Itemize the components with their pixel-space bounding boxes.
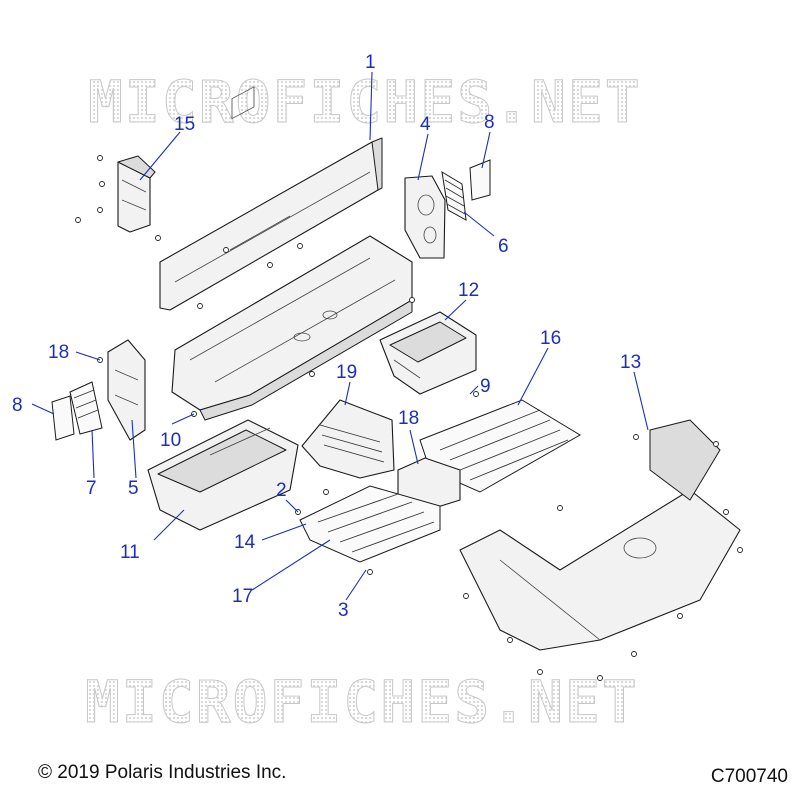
part-13-rear-floor bbox=[459, 419, 741, 651]
callout-18-left: 18 bbox=[48, 342, 69, 363]
callout-19: 19 bbox=[336, 362, 357, 383]
callouts: 1 2 3 4 5 6 7 8 8 9 10 11 12 13 14 15 16… bbox=[12, 52, 641, 621]
callout-16: 16 bbox=[540, 328, 561, 349]
callout-11: 11 bbox=[120, 542, 140, 563]
callout-3: 3 bbox=[338, 600, 349, 621]
part-10-floor-panel bbox=[171, 235, 413, 421]
part-1-rear-panel bbox=[159, 86, 383, 311]
copyright-notice: © 2019 Polaris Industries Inc. bbox=[38, 762, 287, 783]
callout-18-center: 18 bbox=[398, 408, 419, 429]
watermark-bottom: MICROFICHES.NET bbox=[85, 668, 639, 736]
part-17-floor-mat bbox=[299, 485, 441, 563]
callout-10: 10 bbox=[160, 430, 181, 451]
callout-2: 2 bbox=[276, 480, 287, 501]
part-8-plate-lower bbox=[51, 395, 75, 441]
part-7-grille bbox=[69, 381, 103, 435]
callout-8-upper: 8 bbox=[484, 112, 495, 133]
callout-7: 7 bbox=[86, 478, 97, 499]
part-12-storage-tub bbox=[379, 311, 477, 395]
part-19-cover bbox=[301, 399, 395, 479]
part-5-side-panel bbox=[107, 339, 146, 441]
part-16-floor-mat bbox=[419, 399, 581, 493]
callout-1: 1 bbox=[365, 52, 376, 73]
callout-9: 9 bbox=[480, 376, 491, 397]
callout-15: 15 bbox=[174, 114, 195, 135]
callout-12: 12 bbox=[458, 280, 479, 301]
part-6-grille bbox=[441, 171, 467, 221]
callout-17: 17 bbox=[232, 586, 253, 607]
watermark-top: MICROFICHES.NET bbox=[88, 68, 642, 136]
callout-5: 5 bbox=[128, 478, 139, 499]
callout-8-lower: 8 bbox=[12, 395, 23, 416]
figure-code: C700740 bbox=[710, 766, 788, 787]
part-15-bracket bbox=[117, 155, 156, 233]
callout-13: 13 bbox=[620, 352, 641, 373]
callout-14: 14 bbox=[234, 532, 256, 553]
callout-6: 6 bbox=[498, 236, 509, 257]
leader-lines bbox=[31, 71, 649, 601]
callout-4: 4 bbox=[420, 114, 431, 135]
part-11-storage-tub bbox=[147, 419, 299, 531]
part-4-side-panel bbox=[404, 175, 446, 259]
part-8-plate-upper bbox=[469, 159, 491, 201]
